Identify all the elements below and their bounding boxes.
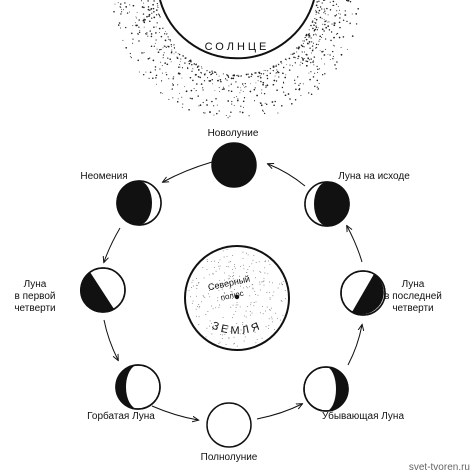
sun-corona <box>113 0 360 119</box>
north-pole-dot <box>234 294 240 300</box>
moon-neomenia <box>116 180 162 226</box>
label-waxing-gibbous: Горбатая Луна <box>87 411 155 422</box>
orbit-arrow-2 <box>104 227 121 262</box>
earth: Северный полюс ЗЕМЛЯ <box>184 245 290 351</box>
moon-full <box>206 402 252 448</box>
label-new-moon: Новолуние <box>207 128 259 139</box>
orbit-arrow-8 <box>268 164 306 187</box>
sun: СОЛНЦЕ <box>113 0 360 119</box>
orbit-arrow-7 <box>347 226 363 263</box>
orbit-arrow-5 <box>256 404 302 420</box>
orbit-arrow-3 <box>103 319 118 360</box>
moon-last-quarter <box>340 270 386 316</box>
label-first-quarter: Луна в первой четверти <box>14 279 56 314</box>
orbit-arrow-1 <box>163 161 213 182</box>
moon-waxing-gibbous <box>115 364 161 410</box>
label-old-moon: Луна на исходе <box>338 171 410 182</box>
orbit-arrow-4 <box>151 405 198 420</box>
earth-label: ЗЕМЛЯ <box>210 320 264 337</box>
earth-texture <box>188 249 286 347</box>
label-last-quarter: Луна в последней четверти <box>384 279 442 314</box>
moon-first-quarter <box>79 267 126 313</box>
sun-label: СОЛНЦЕ <box>205 41 270 53</box>
label-waning-gibbous: Убывающая Луна <box>321 411 405 422</box>
watermark: svet-tvoren.ru <box>408 462 470 473</box>
moon-waning-gibbous <box>303 366 349 412</box>
label-neomenia: Неомения <box>80 171 128 182</box>
sun-disk <box>159 0 315 60</box>
moon-new <box>211 142 257 188</box>
orbit-arrows <box>103 161 363 420</box>
label-full-moon: Полнолуние <box>200 452 258 463</box>
moon-old <box>304 181 350 227</box>
orbit-arrow-6 <box>347 325 362 366</box>
